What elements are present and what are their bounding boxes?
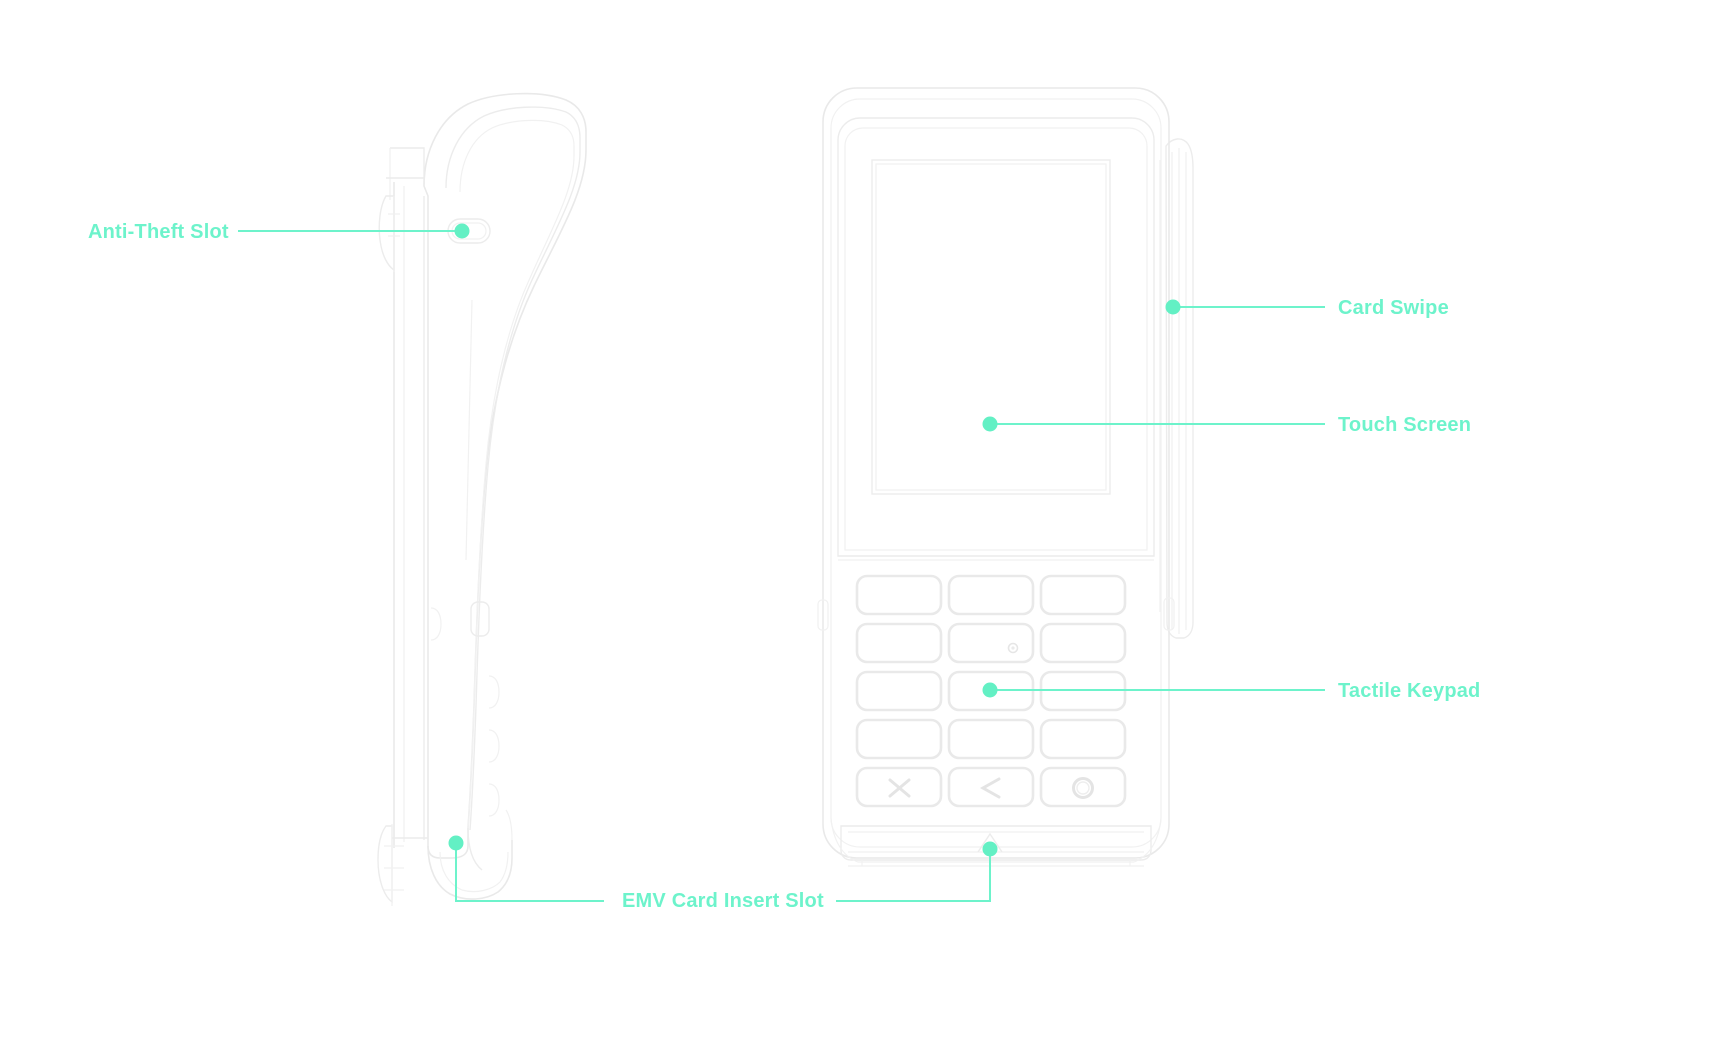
tactile-marker-core <box>1011 646 1015 650</box>
callout-label-emv-card-insert-slot: EMV Card Insert Slot <box>622 890 824 912</box>
keypad-key <box>1039 574 1127 616</box>
x-glyph <box>888 778 911 798</box>
keypad-key <box>855 574 943 616</box>
callout-label-tactile-keypad: Tactile Keypad <box>1338 680 1481 702</box>
side-emv-block <box>377 824 428 906</box>
cancel-key <box>855 766 943 808</box>
front-view-illustration <box>817 87 1194 867</box>
keypad-key-5 <box>947 622 1035 664</box>
keypad-key <box>947 574 1035 616</box>
tactile-keypad <box>855 574 1127 808</box>
keypad-key <box>855 718 943 760</box>
side-button-group <box>430 601 500 817</box>
callout-label-card-swipe: Card Swipe <box>1338 297 1449 319</box>
screen-bezel <box>837 117 1155 557</box>
side-view-illustration <box>377 92 587 906</box>
callout-label-touch-screen: Touch Screen <box>1338 414 1472 436</box>
leader-line-emv-card-insert-slot <box>836 849 991 902</box>
touch-screen-panel <box>871 159 1111 495</box>
callout-dot-card-swipe <box>1165 299 1181 315</box>
leader-line-emv-card-insert-slot-side <box>455 843 604 902</box>
callout-dot-emv-card-insert-slot <box>982 841 998 857</box>
callout-dot-emv-slot-side <box>448 835 464 851</box>
keypad-key <box>855 622 943 664</box>
callout-dot-touch-screen <box>982 416 998 432</box>
callout-dot-anti-theft-slot <box>454 223 470 239</box>
keypad-key <box>855 670 943 712</box>
chevron-left-glyph <box>979 777 1001 799</box>
callout-dot-tactile-keypad <box>982 682 998 698</box>
tactile-marker-dot <box>1007 642 1019 654</box>
keypad-key <box>1039 622 1127 664</box>
callout-label-anti-theft-slot: Anti-Theft Slot <box>88 221 229 243</box>
circle-glyph <box>1072 777 1094 799</box>
keypad-key <box>1039 718 1127 760</box>
backspace-key <box>947 766 1035 808</box>
card-swipe-channel <box>1159 138 1194 639</box>
enter-key <box>1039 766 1127 808</box>
keypad-key <box>947 718 1035 760</box>
